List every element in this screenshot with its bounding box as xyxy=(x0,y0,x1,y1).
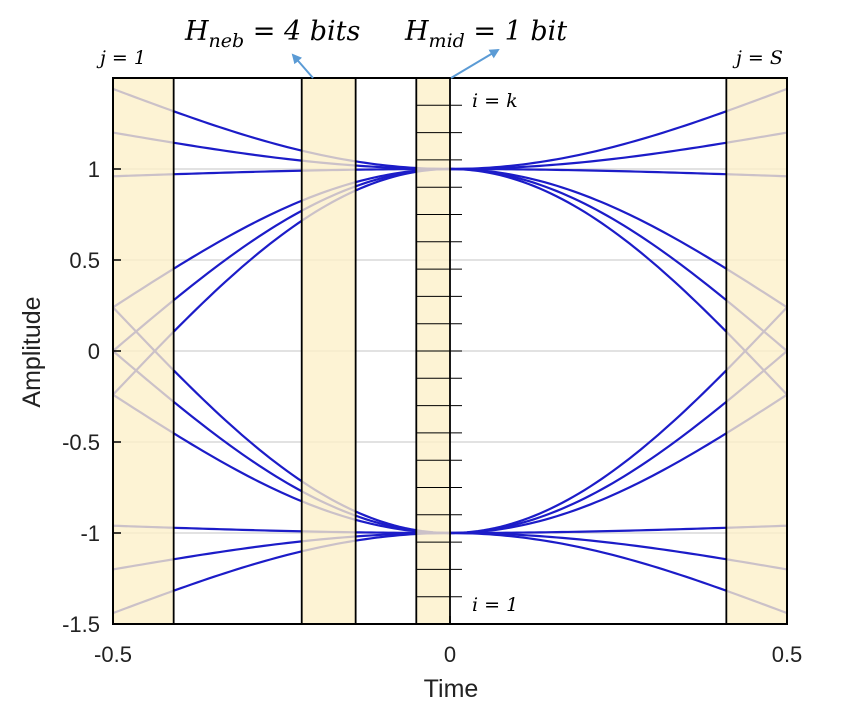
h-mid-annotation: Hmid = 1 bit xyxy=(404,16,567,52)
x-tick-label-1: 0 xyxy=(444,642,456,667)
h-neb-arrow xyxy=(291,53,314,79)
y-axis-title: Amplitude xyxy=(18,296,46,407)
y-tick-label-1: 0.5 xyxy=(69,248,100,273)
y-tick-label-4: -1 xyxy=(80,521,100,546)
y-tick-label-0: 1 xyxy=(88,157,100,182)
x-axis-title: Time xyxy=(424,675,479,703)
y-tick-label-3: -0.5 xyxy=(62,430,100,455)
y-axis-ticks: 1 0.5 0 -0.5 -1 -1.5 xyxy=(62,157,121,637)
highlight-bands xyxy=(112,77,788,625)
h-mid-arrow xyxy=(450,48,500,79)
i-bottom-label: i = 1 xyxy=(472,594,518,616)
y-tick-label-2: 0 xyxy=(88,339,100,364)
j-first-label: j = 1 xyxy=(96,47,146,69)
highlight-band-1 xyxy=(300,77,357,625)
y-tick-label-5: -1.5 xyxy=(62,612,100,637)
i-top-label: i = k xyxy=(472,90,518,112)
x-axis-ticks: -0.5 0 0.5 xyxy=(94,616,802,667)
highlight-band-3 xyxy=(725,77,788,625)
highlight-band-0 xyxy=(112,77,175,625)
j-last-label: j = S xyxy=(732,47,783,69)
x-tick-label-0: -0.5 xyxy=(94,642,132,667)
x-tick-label-2: 0.5 xyxy=(772,642,803,667)
h-neb-annotation: Hneb = 4 bits xyxy=(184,16,360,52)
